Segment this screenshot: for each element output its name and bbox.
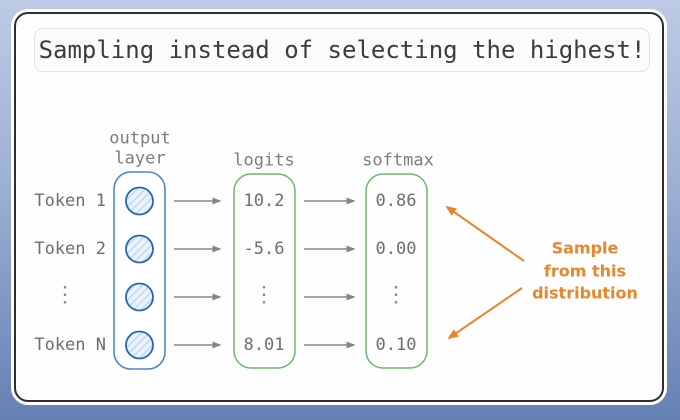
sample-arrow-up-icon [445,205,525,262]
sample-annotation-line2: from this [543,260,627,280]
diagram-card: Sampling instead of selecting the highes… [14,12,664,402]
sample-annotation: Sample from this distribution [532,237,638,305]
neuron-circle [125,282,154,312]
token-label: Token 2 [34,239,106,259]
column-header-output-layer: output layer [109,128,171,169]
token-ellipsis: ⋮ [54,282,76,308]
column-header-softmax: softmax [362,150,434,171]
softmax-value: 0.10 [375,335,417,355]
neuron-circle [125,330,154,360]
logits-box [233,173,296,369]
token-label: Token N [34,335,106,355]
sample-arrow-down-icon [447,287,523,340]
softmax-ellipsis: ⋮ [385,282,407,308]
column-header-logits: logits [233,150,295,171]
logit-value: 10.2 [243,191,285,211]
column-header-output-layer-line1: output [109,128,171,149]
token-label: Token 1 [34,191,106,211]
diagram-graphics [113,171,525,370]
page-title: Sampling instead of selecting the highes… [38,36,646,64]
neuron-circle [125,186,154,216]
sample-annotation-line3: distribution [532,283,638,303]
softmax-value: 0.86 [375,191,417,211]
logit-value: 8.01 [243,335,285,355]
softmax-value: 0.00 [375,239,417,259]
logit-value: -5.6 [243,239,285,259]
column-header-output-layer-line2: layer [114,148,166,168]
sample-annotation-line1: Sample [551,238,619,258]
logit-ellipsis: ⋮ [253,282,275,308]
neuron-circle [125,234,154,264]
title-box: Sampling instead of selecting the highes… [34,28,650,72]
output-layer-box [113,171,166,370]
softmax-box [365,173,428,369]
